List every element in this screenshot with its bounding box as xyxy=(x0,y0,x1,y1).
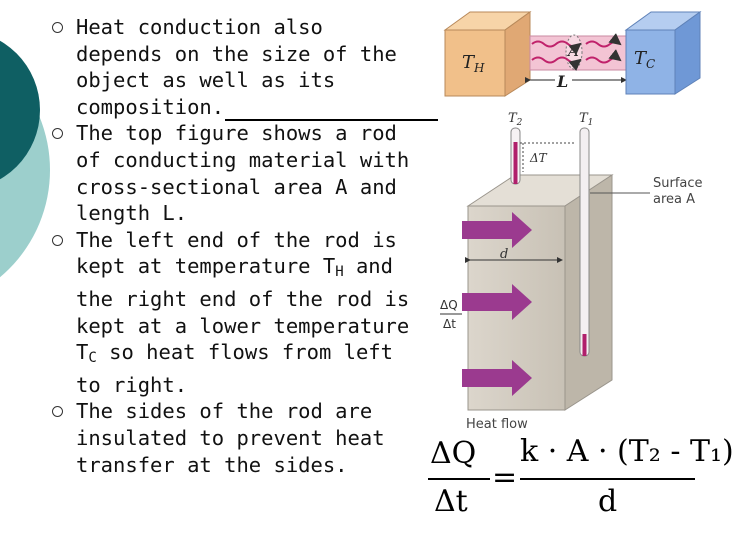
formula-equals: = xyxy=(492,460,518,495)
bullet-text: and the right end of the rod is kept at … xyxy=(76,254,410,365)
heat-flow-wave xyxy=(531,56,582,72)
rate-denominator: Δt xyxy=(443,317,456,331)
rate-numerator: ΔQ xyxy=(440,298,458,312)
t2-label: T2 xyxy=(508,111,523,128)
formula-lhs-denominator: Δt xyxy=(434,484,468,519)
bullet-ring-icon xyxy=(52,234,63,246)
bullet-ring-icon xyxy=(52,22,63,33)
formula-rhs-bar xyxy=(520,478,695,480)
thermometer-t2-fluid xyxy=(513,142,518,184)
formula-lhs-numerator: ΔQ xyxy=(430,436,477,471)
delta-t-label: ΔT xyxy=(529,151,548,165)
cold-block-front xyxy=(625,29,676,95)
heat-flow-wave xyxy=(585,49,622,64)
bullet-text: The top figure shows a rod of conducting… xyxy=(76,121,410,226)
bullet-item: Heat conduction also depends on the size… xyxy=(52,14,412,120)
slab-figure: T2 T1 ΔT Surface area A d ΔQ Δt Heat flo… xyxy=(440,111,703,432)
bullet-item: The left end of the rod is kept at tempe… xyxy=(52,227,412,399)
deco-dark-circle xyxy=(0,40,40,180)
surface-area-label: area A xyxy=(653,192,695,207)
bullet-item: The top figure shows a rod of conducting… xyxy=(52,120,412,226)
bullet-text: Heat conduction also depends on the size… xyxy=(76,15,397,119)
heat-flow-label: Heat flow xyxy=(466,417,528,432)
thickness-label: d xyxy=(500,247,508,262)
bullet-text: so heat flows from left to right. xyxy=(76,340,393,397)
bullet-text: The sides of the rod are insulated to pr… xyxy=(76,399,385,477)
rod-figure: TH A L TC xyxy=(443,11,702,97)
formula-rhs-numerator: k · A · (T₂ - T₁) xyxy=(520,434,734,469)
hot-temp-label: TH xyxy=(462,52,485,75)
heat-flow-arrow xyxy=(462,212,532,248)
formula-rhs-denominator: d xyxy=(598,484,618,519)
subscript: H xyxy=(335,264,344,281)
divider-line xyxy=(225,119,438,121)
length-label: L xyxy=(556,72,568,91)
bullet-item: The sides of the rod are insulated to pr… xyxy=(52,398,412,478)
thermometer-t1-fluid xyxy=(582,334,587,356)
formula-lhs-bar xyxy=(428,478,490,480)
cold-temp-label: TC xyxy=(634,48,655,71)
thermometer-t1-tube xyxy=(579,127,590,357)
heat-flow-arrow xyxy=(462,284,532,320)
bullet-ring-icon xyxy=(52,128,63,140)
t1-label: T1 xyxy=(579,111,593,128)
bullet-text: The left end of the rod is kept at tempe… xyxy=(76,227,397,279)
heat-flow-wave xyxy=(531,40,582,56)
bullet-ring-icon xyxy=(52,406,63,418)
heat-flow-wave xyxy=(585,33,622,48)
decorative-circles xyxy=(0,40,50,278)
surface-label: Surface xyxy=(653,176,703,191)
subscript: C xyxy=(88,350,97,367)
heat-conduction-formula: ΔQ Δt = k · A · (T₂ - T₁) d xyxy=(420,428,734,528)
bullet-list: Heat conduction also depends on the size… xyxy=(52,14,412,478)
hot-block-front xyxy=(444,29,506,97)
heat-flow-arrow xyxy=(462,360,532,396)
